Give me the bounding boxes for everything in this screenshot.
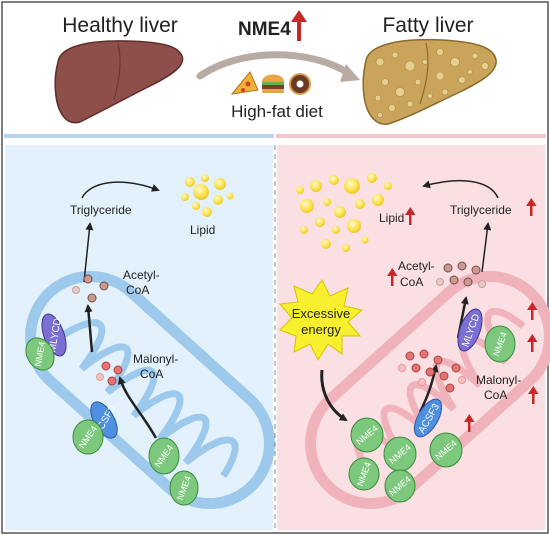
left-malonyl-coa-label-2: CoA [140, 367, 163, 381]
pizza-icon [230, 71, 259, 95]
right-acsf3-up-arrow-icon [464, 414, 475, 432]
left-triglyceride-label: Triglyceride [70, 203, 132, 217]
right-lipid-droplets [296, 173, 392, 252]
right-malonyl-coa-dots [398, 349, 466, 393]
right-malonyl-coa-label-2: CoA [484, 388, 507, 402]
right-nme4-protein-6: NME4 [384, 469, 416, 503]
left-arrow-nme4-to-malonyl [117, 376, 158, 439]
right-lipid-up-arrow-icon [405, 207, 416, 225]
left-acetyl-coa-dots [72, 274, 109, 303]
left-malonyl-coa-dots [96, 361, 123, 386]
left-arrow-tg-to-lipid [81, 181, 160, 199]
healthy-liver-ligament [113, 43, 121, 101]
right-nme4-protein-3: NME4 [383, 436, 417, 472]
right-lipid-label: Lipid [379, 211, 404, 225]
right-malonyl-up-arrow-icon [528, 386, 539, 404]
left-nme4-protein-1: NME4 [25, 337, 55, 371]
healthy-liver-icon [54, 40, 184, 124]
right-nme4-protein-4: NME4 [429, 432, 463, 468]
right-nme4-protein-1: NME4 [484, 325, 516, 363]
right-arrow-nme4-to-malonyl [418, 364, 439, 413]
nme4-up-arrow-icon [291, 10, 307, 41]
diet-arrow-head [340, 64, 360, 82]
healthy-liver-title: Healthy liver [62, 14, 178, 37]
right-triglyceride-up-arrow-icon [526, 198, 537, 216]
left-nme4-protein-2: NME4 [72, 419, 104, 455]
right-nme4-protein-5: NME4 [348, 457, 380, 491]
left-divider-strip [4, 134, 274, 138]
left-nme4-protein-4: NME4 [169, 470, 199, 506]
left-acetyl-coa-label-2: CoA [126, 283, 149, 297]
right-acetyl-coa-dots [436, 261, 486, 288]
left-nme4-protein-3: NME4 [148, 437, 180, 475]
right-nme4-up-arrow-icon-1 [527, 334, 538, 352]
left-arrow-malonyl-to-acetyl [84, 304, 94, 353]
left-acetyl-coa-label-1: Acetyl- [123, 268, 160, 282]
right-triglyceride-label: Triglyceride [450, 203, 512, 217]
donut-icon [289, 73, 311, 95]
burger-icon [262, 74, 284, 93]
left-lipid-droplets [181, 174, 234, 217]
right-acetyl-coa-label-1: Acetyl- [398, 259, 435, 273]
excessive-energy-burst [279, 279, 364, 362]
left-malonyl-coa-label-1: Malonyl- [133, 352, 178, 366]
excessive-energy-label-1: Excessive [292, 306, 351, 321]
excessive-energy-label-2: energy [301, 322, 341, 337]
high-fat-diet-label: High-fat diet [231, 102, 323, 121]
left-arrow-acetyl-to-tg [83, 222, 94, 283]
right-arrow-energy-to-nme4 [320, 369, 348, 422]
nme4-label: NME4 [238, 19, 291, 40]
left-lipid-label: Lipid [190, 223, 215, 237]
right-acetyl-up-arrow-icon [387, 268, 398, 286]
left-nme4-label-1: NME4 [33, 341, 47, 367]
fatty-liver-title: Fatty liver [382, 14, 473, 37]
diet-arrow [196, 51, 354, 80]
right-acetyl-coa-label-2: CoA [400, 275, 423, 289]
right-malonyl-coa-label-1: Malonyl- [476, 373, 521, 387]
right-nme4-protein-2: NME4 [350, 417, 384, 453]
right-mlycd-protein: MLYCD [457, 308, 483, 352]
right-arrow-tg-to-lipid [422, 179, 499, 199]
right-nme4-up-arrow-icon-2 [527, 302, 538, 320]
right-divider-strip [276, 134, 546, 138]
fatty-liver-icon [362, 38, 497, 125]
right-arrow-acetyl-to-tg [481, 222, 492, 273]
